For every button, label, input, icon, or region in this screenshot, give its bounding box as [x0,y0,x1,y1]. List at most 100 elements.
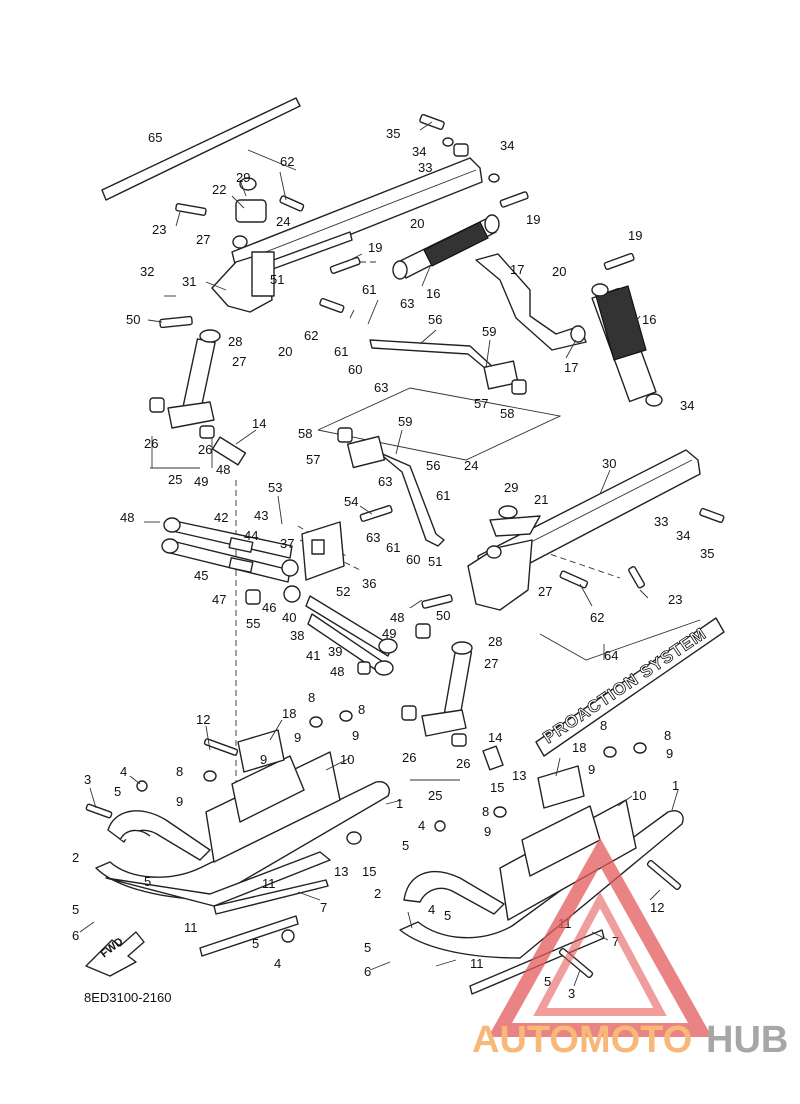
callout-16: 16 [426,286,440,301]
watermark-logo: AUTOMOTO HUB [472,837,788,1061]
callout-19: 19 [368,240,382,255]
callout-4: 4 [120,764,127,779]
decal-text: PROACTION SYSTEM [540,624,710,747]
callout-17: 17 [564,360,578,375]
rear-link-bracket [475,253,587,351]
callout-5: 5 [444,908,451,923]
callout-47: 47 [212,592,226,607]
callout-4: 4 [428,902,435,917]
callout-5: 5 [114,784,121,799]
callout-29: 29 [236,170,250,185]
callout-5: 5 [402,838,409,853]
callout-32: 32 [140,264,154,279]
callout-20: 20 [552,264,566,279]
shock-absorber-right [591,283,663,407]
callout-34: 34 [680,398,694,413]
callout-35: 35 [700,546,714,561]
callout-9: 9 [294,730,301,745]
callout-27: 27 [196,232,210,247]
callout-34: 34 [676,528,690,543]
callout-33: 33 [654,514,668,529]
callout-2: 2 [72,850,79,865]
callout-48: 48 [390,610,404,625]
callout-53: 53 [268,480,282,495]
callout-62: 62 [590,610,604,625]
callout-43: 43 [254,508,268,523]
callout-5: 5 [364,940,371,955]
callout-50: 50 [126,312,140,327]
callout-13: 13 [334,864,348,879]
left-ski [95,729,390,957]
callout-60: 60 [406,552,420,567]
callout-52: 52 [336,584,350,599]
leader-lines [79,121,679,987]
fwd-arrow: FWD [85,931,145,977]
upper-slide-rail [231,157,483,277]
callout-12: 12 [650,900,664,915]
callout-23: 23 [668,592,682,607]
callout-59: 59 [398,414,412,429]
callout-36: 36 [362,576,376,591]
callout-11: 11 [184,920,198,935]
callout-27: 27 [484,656,498,671]
callout-40: 40 [282,610,296,625]
callout-8: 8 [358,702,365,717]
callout-20: 20 [278,344,292,359]
callout-41: 41 [306,648,320,663]
callout-49: 49 [194,474,208,489]
callout-17: 17 [510,262,524,277]
callout-59: 59 [482,324,496,339]
callout-48: 48 [216,462,230,477]
callout-37: 37 [280,536,294,551]
callout-28: 28 [488,634,502,649]
callout-63: 63 [378,474,392,489]
callout-4: 4 [274,956,281,971]
callout-26: 26 [144,436,158,451]
watermark-text-secondary: HUB [706,1019,788,1061]
part-65-decal-strip [101,97,301,201]
callout-2: 2 [374,886,381,901]
callout-45: 45 [194,568,208,583]
callout-62: 62 [304,328,318,343]
callout-18: 18 [572,740,586,755]
callout-34: 34 [500,138,514,153]
callout-55: 55 [246,616,260,631]
callout-11: 11 [262,876,276,891]
upper-spindle [149,329,221,439]
callout-7: 7 [612,934,619,949]
callout-27: 27 [538,584,552,599]
callout-19: 19 [526,212,540,227]
callout-63: 63 [366,530,380,545]
arm-36 [305,595,431,676]
callout-5: 5 [252,936,259,951]
callout-25: 25 [168,472,182,487]
callout-1: 1 [672,778,679,793]
callout-15: 15 [362,864,376,879]
callout-26: 26 [456,756,470,771]
callout-11: 11 [470,956,484,971]
mount-plate-37 [301,521,345,581]
callout-21: 21 [534,492,548,507]
callout-49: 49 [382,626,396,641]
callout-15: 15 [490,780,504,795]
callout-9: 9 [352,728,359,743]
callout-31: 31 [182,274,196,289]
callout-61: 61 [436,488,450,503]
callout-54: 54 [344,494,358,509]
callout-27: 27 [232,354,246,369]
callout-labels: 65 62 35 34 33 34 29 22 23 24 20 19 27 1… [72,126,714,1001]
callout-34: 34 [412,144,426,159]
callout-9: 9 [484,824,491,839]
shock-absorber-upper [392,214,500,280]
callout-4: 4 [418,818,425,833]
callout-12: 12 [196,712,210,727]
callout-39: 39 [328,644,342,659]
callout-19: 19 [628,228,642,243]
callout-26: 26 [402,750,416,765]
callout-6: 6 [364,964,371,979]
callout-48: 48 [330,664,344,679]
callout-1: 1 [396,796,403,811]
callout-61: 61 [386,540,400,555]
callout-46: 46 [262,600,276,615]
